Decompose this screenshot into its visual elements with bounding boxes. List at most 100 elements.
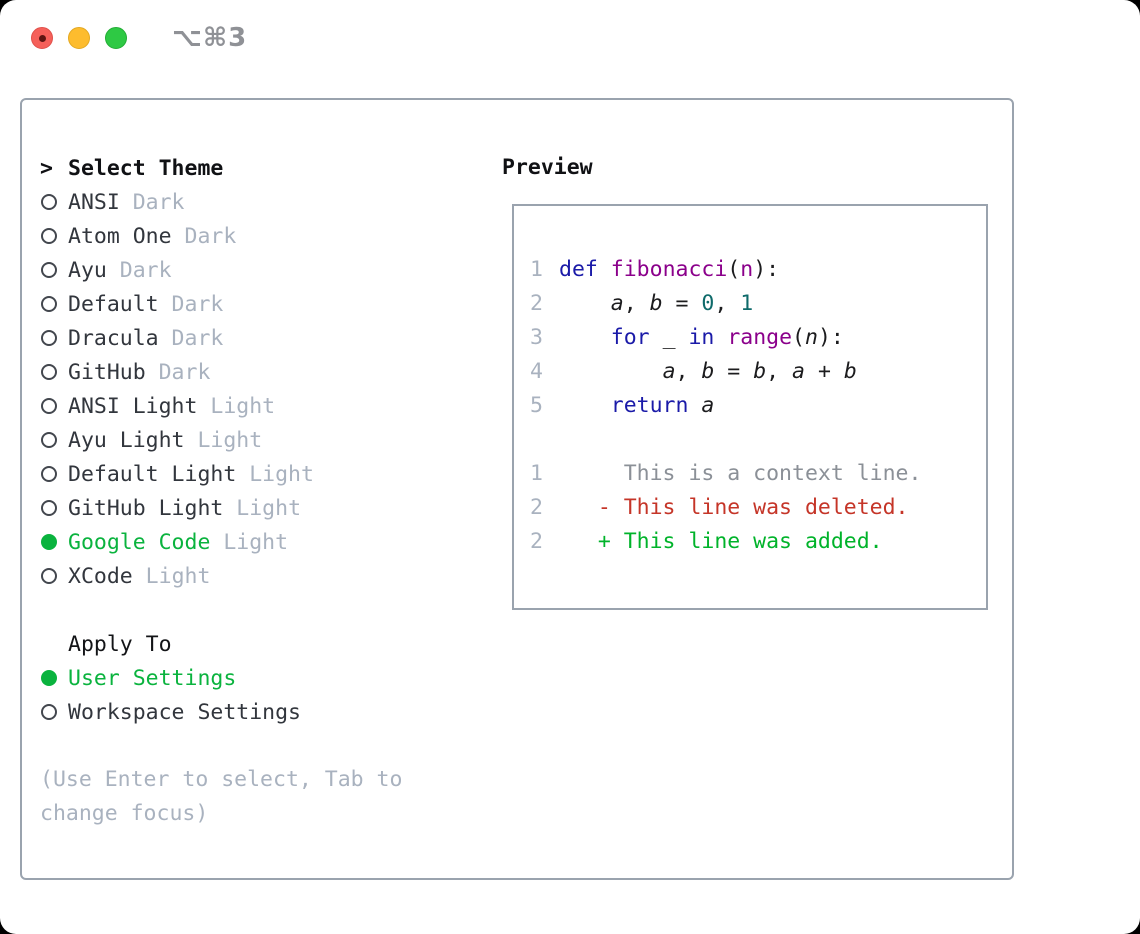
apply-to-title: Apply To (68, 631, 172, 657)
radio-icon (41, 500, 57, 516)
code-token (598, 257, 611, 282)
theme-variant: Dark (145, 359, 211, 385)
minimize-button[interactable] (68, 27, 90, 49)
code-line (530, 423, 986, 457)
code-content: return a (559, 389, 715, 423)
code-token (688, 393, 701, 418)
theme-variant: Dark (119, 189, 185, 215)
code-token (559, 359, 663, 384)
apply-option-label: Workspace Settings (68, 699, 301, 725)
radio-icon (41, 262, 57, 278)
theme-option-xcode-light[interactable]: XCode Light (40, 559, 402, 593)
theme-variant: Dark (158, 291, 224, 317)
code-line: 3 for _ in range(n): (530, 321, 986, 355)
code-content: This is a context line. (559, 457, 922, 491)
code-token: for (610, 325, 650, 350)
theme-option-ayu-light-light[interactable]: Ayu Light Light (40, 423, 402, 457)
theme-option-atom-one-dark[interactable]: Atom One Dark (40, 219, 402, 253)
code-line: 2 a, b = 0, 1 (530, 287, 986, 321)
code-line: 4 a, b = b, a + b (530, 355, 986, 389)
theme-variant: Light (132, 563, 211, 589)
line-number (530, 423, 559, 457)
code-token: - This line was deleted. (559, 495, 909, 520)
theme-name: Google Code (68, 529, 211, 555)
code-token: b (753, 359, 767, 384)
code-token: def (559, 257, 598, 282)
select-theme-header: > Select Theme (40, 151, 402, 185)
code-token (559, 393, 611, 418)
theme-variant: Light (184, 427, 263, 453)
code-token (714, 325, 727, 350)
line-number: 2 (530, 529, 543, 554)
theme-name: GitHub Light (68, 495, 224, 521)
preview-pane: 1 def fibonacci(n): 2 a, b = 0, 1 3 for … (512, 204, 988, 610)
radio-icon (41, 704, 57, 720)
theme-option-google-code-light[interactable]: Google Code Light (40, 525, 402, 559)
close-button[interactable] (31, 27, 53, 49)
code-token: 0 (701, 291, 715, 316)
code-content: - This line was deleted. (559, 491, 909, 525)
window-title: ⌥⌘3 (172, 23, 248, 53)
theme-option-dracula-dark[interactable]: Dracula Dark (40, 321, 402, 355)
radio-icon (41, 398, 57, 414)
zoom-button[interactable] (105, 27, 127, 49)
radio-icon (41, 568, 57, 584)
radio-icon (41, 330, 57, 346)
preview-code: 1 def fibonacci(n): 2 a, b = 0, 1 3 for … (530, 253, 986, 559)
spacer (40, 729, 402, 763)
theme-variant: Dark (158, 325, 224, 351)
code-token: range (727, 325, 793, 350)
theme-name: XCode (68, 563, 133, 589)
radio-icon (41, 364, 57, 380)
code-line: 1 This is a context line. (530, 457, 986, 491)
code-token: 1 (740, 291, 754, 316)
line-number: 5 (530, 393, 543, 418)
code-token: a (610, 291, 624, 316)
line-number: 2 (530, 495, 543, 520)
main-panel: > Select Theme ANSI Dark Atom One Dark A… (20, 98, 1014, 880)
line-number: 1 (530, 461, 543, 486)
theme-name: Default (68, 291, 159, 317)
theme-variant: Dark (106, 257, 172, 283)
apply-to-header: Apply To (40, 627, 402, 661)
code-content: a, b = 0, 1 (559, 287, 753, 321)
code-token: , (675, 359, 702, 384)
theme-option-github-light-light[interactable]: GitHub Light Light (40, 491, 402, 525)
code-token: , (714, 291, 741, 316)
theme-option-ansi-dark[interactable]: ANSI Dark (40, 185, 402, 219)
theme-option-github-dark[interactable]: GitHub Dark (40, 355, 402, 389)
theme-name: ANSI (68, 189, 120, 215)
code-token: ( (727, 257, 741, 282)
apply-option-user-settings[interactable]: User Settings (40, 661, 402, 695)
cursor-icon: > (40, 155, 53, 181)
theme-name: Ayu Light (68, 427, 185, 453)
titlebar: ⌥⌘3 (31, 23, 248, 53)
radio-icon (41, 466, 57, 482)
theme-option-ansi-light-light[interactable]: ANSI Light Light (40, 389, 402, 423)
code-token: ): (753, 257, 780, 282)
line-number: 2 (530, 291, 543, 316)
code-token: return (610, 393, 689, 418)
code-token: fibonacci (610, 257, 728, 282)
code-line: 1 def fibonacci(n): (530, 253, 986, 287)
unsaved-indicator-icon (38, 34, 46, 42)
code-token: = (714, 359, 754, 384)
code-token (559, 291, 611, 316)
theme-option-ayu-dark[interactable]: Ayu Dark (40, 253, 402, 287)
code-token: in (688, 325, 715, 350)
theme-option-default-dark[interactable]: Default Dark (40, 287, 402, 321)
code-content: a, b = b, a + b (559, 355, 857, 389)
code-token: a (701, 393, 715, 418)
theme-option-default-light-light[interactable]: Default Light Light (40, 457, 402, 491)
theme-variant: Dark (171, 223, 237, 249)
theme-name: Dracula (68, 325, 159, 351)
theme-name: Default Light (68, 461, 237, 487)
theme-selector: > Select Theme ANSI Dark Atom One Dark A… (40, 151, 402, 831)
apply-option-label: User Settings (68, 665, 237, 691)
theme-variant: Light (223, 495, 302, 521)
code-token: , (623, 291, 650, 316)
theme-variant: Light (210, 529, 289, 555)
theme-variant: Light (236, 461, 314, 487)
apply-option-workspace-settings[interactable]: Workspace Settings (40, 695, 402, 729)
